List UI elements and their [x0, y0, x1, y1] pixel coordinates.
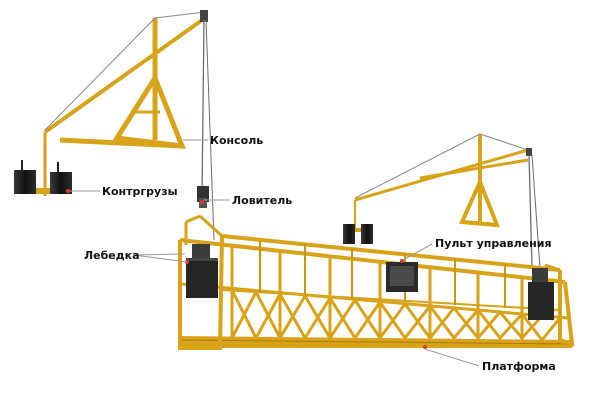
catcher-device: [197, 186, 209, 208]
label-console: Консоль: [210, 134, 264, 147]
platform: [177, 214, 575, 350]
label-counterweights: Контргрузы: [102, 185, 178, 198]
safety-rope-left: [205, 19, 215, 241]
control-panel: [386, 259, 418, 292]
winch-right: [528, 268, 554, 320]
safety-rope-right: [531, 154, 541, 269]
counterweight-marker: [66, 189, 70, 193]
left-console: [14, 10, 208, 196]
leader-lines: [70, 139, 480, 367]
label-control-panel: Пульт управления: [435, 237, 552, 250]
label-winch: Лебедка: [84, 249, 140, 262]
right-console: [343, 133, 532, 244]
suspension-rope-right: [528, 154, 533, 269]
label-catcher: Ловитель: [232, 194, 293, 207]
label-platform: Платформа: [482, 360, 556, 373]
winch: [185, 244, 218, 298]
suspension-rope-left: [201, 19, 205, 197]
